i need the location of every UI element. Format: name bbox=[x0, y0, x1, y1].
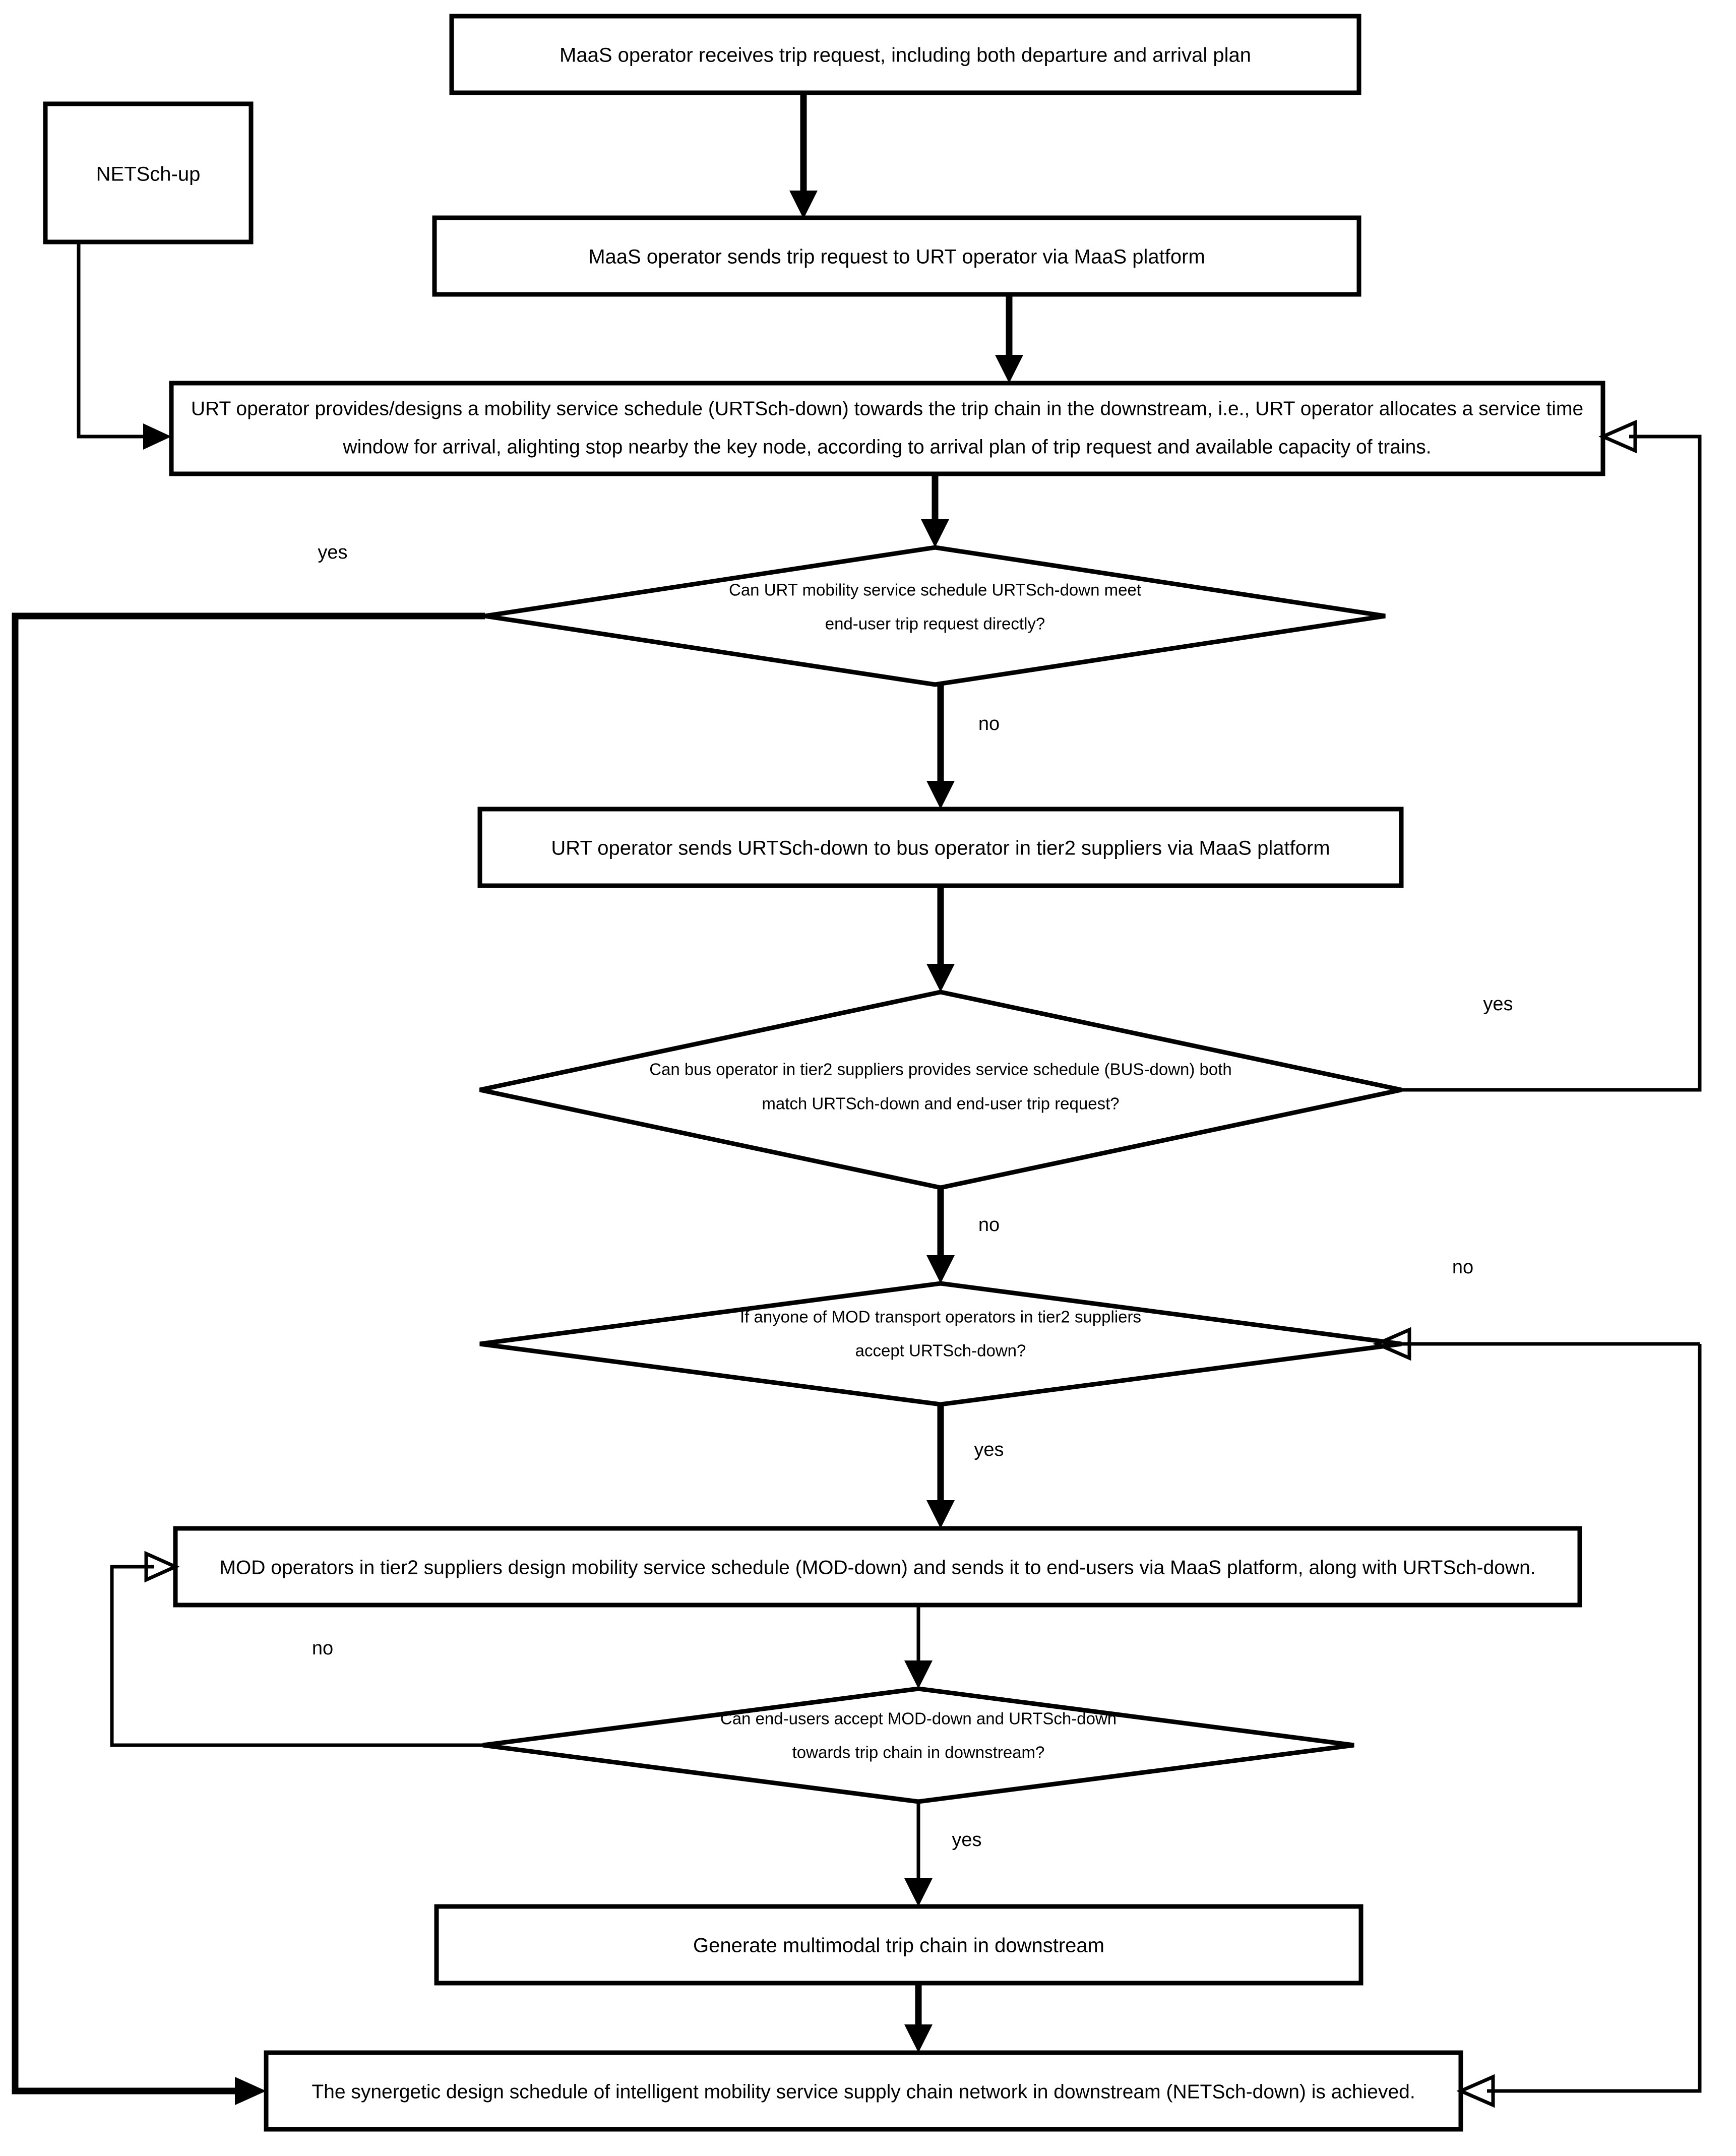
decision-mod-line2: accept URTSch-down? bbox=[855, 1341, 1026, 1360]
edge-decision-enduser-yes: yes bbox=[904, 1802, 982, 1906]
send-request-box[interactable] bbox=[432, 215, 1361, 297]
arrow-head-icon bbox=[904, 2024, 933, 2053]
edge-label-bus-no: no bbox=[978, 1214, 1000, 1236]
node-decision-enduser[interactable]: Can end-users accept MOD-down and URTSch… bbox=[482, 1686, 1354, 1804]
edge-netsch-up-to-urt bbox=[77, 242, 171, 450]
receive-request-label: MaaS operator receives trip request, inc… bbox=[560, 44, 1251, 67]
arrow-head-icon bbox=[921, 519, 949, 547]
edge-generate-to-netsch-down bbox=[904, 1983, 933, 2053]
edge-receive-to-send bbox=[789, 93, 818, 219]
edge-label-mod-yes: yes bbox=[974, 1439, 1004, 1460]
mod-design-label: MOD operators in tier2 suppliers design … bbox=[219, 1557, 1535, 1578]
arrow-head-icon bbox=[1373, 1327, 1411, 1361]
node-urt-sends-bus[interactable]: URT operator sends URTSch-down to bus op… bbox=[477, 807, 1404, 888]
arrow-head-icon bbox=[995, 355, 1023, 383]
node-netsch-down[interactable]: The synergetic design schedule of intell… bbox=[264, 2050, 1463, 2132]
send-request-label: MaaS operator sends trip request to URT … bbox=[588, 246, 1205, 268]
arrow-head-icon bbox=[904, 1660, 933, 1689]
edge-decision-urt-yes: yes bbox=[12, 542, 485, 2105]
urt-sends-bus-label: URT operator sends URTSch-down to bus op… bbox=[551, 837, 1330, 859]
netsch-up-box[interactable] bbox=[43, 101, 254, 244]
decision-enduser-line1: Can end-users accept MOD-down and URTSch… bbox=[720, 1709, 1117, 1728]
decision-mod-line1: If anyone of MOD transport operators in … bbox=[740, 1308, 1141, 1326]
edge-decision-mod-no: no bbox=[1373, 1257, 1700, 1361]
node-netsch-up[interactable]: NETSch-up bbox=[43, 101, 254, 244]
node-urt-design[interactable]: URT operator provides/designs a mobility… bbox=[169, 381, 1605, 476]
urt-design-line2: window for arrival, alighting stop nearb… bbox=[342, 436, 1431, 458]
arrow-head-icon bbox=[926, 964, 955, 992]
decision-urt-line1: Can URT mobility service schedule URTSch… bbox=[729, 581, 1141, 599]
arrow-head-icon bbox=[926, 781, 955, 809]
arrow-head-icon bbox=[235, 2077, 266, 2105]
decision-bus-line1: Can bus operator in tier2 suppliers prov… bbox=[649, 1060, 1232, 1079]
decision-urt-diamond[interactable] bbox=[484, 545, 1386, 687]
edge-label-bus-yes: yes bbox=[1483, 994, 1513, 1015]
edge-decision-mod-yes: yes bbox=[926, 1404, 1004, 1528]
edge-decision-bus-no: no bbox=[926, 1188, 1000, 1283]
node-receive-request[interactable]: MaaS operator receives trip request, inc… bbox=[449, 14, 1361, 95]
edge-decision-bus-yes: yes bbox=[1401, 419, 1702, 1092]
edge-label-urt-no: no bbox=[978, 713, 1000, 734]
urt-design-box[interactable] bbox=[169, 381, 1605, 476]
urt-sends-bus-box[interactable] bbox=[477, 807, 1404, 888]
arrow-head-icon bbox=[144, 1551, 180, 1583]
edge-label-urt-yes: yes bbox=[318, 542, 347, 563]
netsch-up-label: NETSch-up bbox=[96, 163, 201, 186]
netsch-down-box[interactable] bbox=[264, 2050, 1463, 2132]
arrow-head-icon bbox=[904, 1878, 933, 1906]
receive-request-box[interactable] bbox=[449, 14, 1361, 95]
edge-urt-to-decision bbox=[921, 474, 949, 547]
edge-label-mod-no: no bbox=[1452, 1257, 1473, 1278]
edge-decision-urt-no: no bbox=[926, 685, 1000, 809]
decision-enduser-line2: towards trip chain in downstream? bbox=[792, 1743, 1045, 1762]
arrow-head-icon bbox=[1598, 419, 1637, 454]
arrow-head-icon bbox=[1456, 2074, 1495, 2108]
node-generate-chain[interactable]: Generate multimodal trip chain in downst… bbox=[434, 1904, 1363, 1986]
decision-bus-diamond[interactable] bbox=[479, 990, 1402, 1190]
edge-mod-to-enduser bbox=[904, 1605, 933, 1689]
edge-decision-enduser-no: no bbox=[110, 1551, 483, 1747]
decision-urt-line2: end-user trip request directly? bbox=[825, 614, 1045, 633]
arrow-head-icon bbox=[143, 423, 171, 450]
node-decision-mod[interactable]: If anyone of MOD transport operators in … bbox=[479, 1281, 1402, 1407]
urt-design-line1: URT operator provides/designs a mobility… bbox=[191, 398, 1583, 419]
node-decision-bus[interactable]: Can bus operator in tier2 suppliers prov… bbox=[479, 990, 1402, 1190]
generate-chain-box[interactable] bbox=[434, 1904, 1363, 1986]
edge-label-enduser-yes: yes bbox=[952, 1829, 981, 1851]
decision-bus-line2: match URTSch-down and end-user trip requ… bbox=[762, 1094, 1119, 1113]
node-decision-urt[interactable]: Can URT mobility service schedule URTSch… bbox=[484, 545, 1386, 687]
arrow-head-icon bbox=[926, 1255, 955, 1283]
node-mod-design[interactable]: MOD operators in tier2 suppliers design … bbox=[173, 1526, 1582, 1608]
edge-send-to-urt bbox=[995, 294, 1023, 383]
mod-design-box[interactable] bbox=[173, 1526, 1582, 1608]
edge-right-rail-to-netsch-down bbox=[1456, 1344, 1702, 2108]
edge-label-enduser-no: no bbox=[312, 1638, 333, 1659]
node-send-request[interactable]: MaaS operator sends trip request to URT … bbox=[432, 215, 1361, 297]
edge-bus-send-to-decision bbox=[926, 886, 955, 992]
arrow-head-icon bbox=[926, 1500, 955, 1528]
generate-chain-label: Generate multimodal trip chain in downst… bbox=[693, 1935, 1104, 1957]
netsch-down-label: The synergetic design schedule of intell… bbox=[312, 2081, 1415, 2103]
arrow-head-icon bbox=[789, 191, 818, 219]
